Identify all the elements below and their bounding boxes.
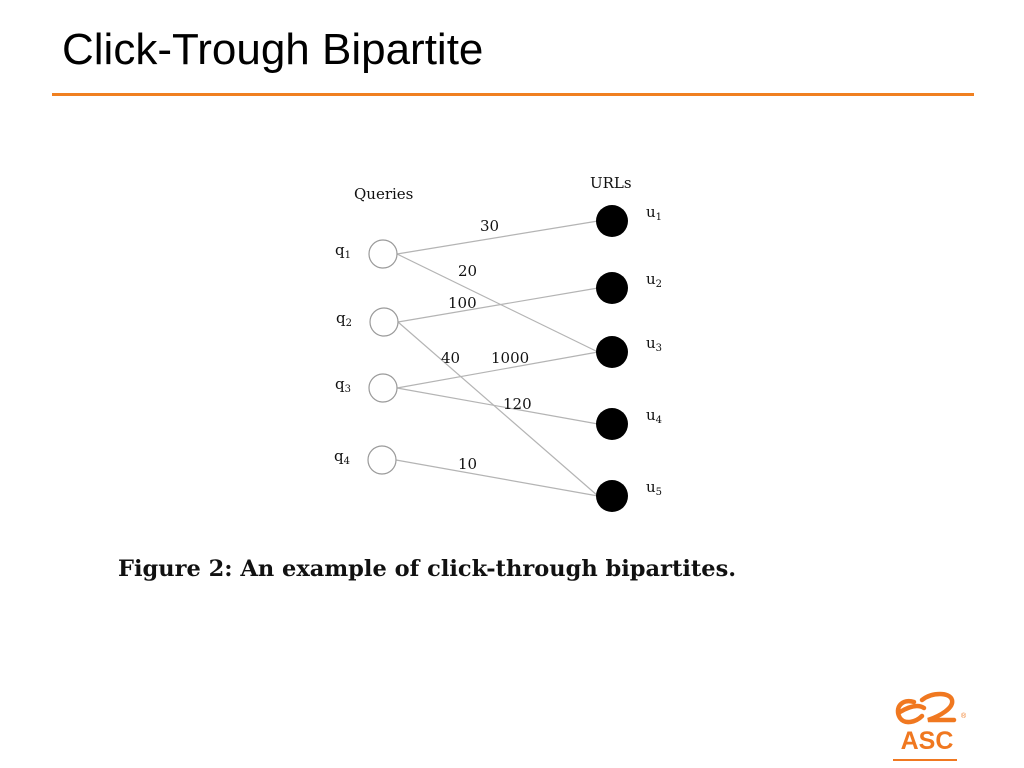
edge-weight-label: 100 <box>448 294 477 312</box>
edge-q2-u2 <box>397 287 599 323</box>
bipartite-diagram: 30 20 100 40 1000 120 10 q1 q2 q3 q4 u1 u2 u3 u4 u5 Qu… <box>334 174 662 512</box>
query-label: q1 <box>335 241 351 261</box>
edge-weight-label: 120 <box>503 395 532 413</box>
edge-q1-u3 <box>396 253 599 353</box>
url-node-u4 <box>596 408 628 440</box>
nodes-layer: q1 q2 q3 q4 u1 u2 u3 u4 u5 <box>334 203 662 512</box>
query-node-q3 <box>368 373 398 403</box>
logo-underline <box>893 759 957 761</box>
logo-text: ASC <box>900 727 954 755</box>
edge-q3-u4 <box>396 387 599 425</box>
url-node-u3 <box>596 336 628 368</box>
query-node-q2 <box>369 307 399 337</box>
edge-q4-u5 <box>395 459 599 497</box>
edge-weight-label: 40 <box>441 349 460 367</box>
alibaba-e-logo-icon: ® <box>895 691 967 725</box>
query-label: q3 <box>335 375 351 395</box>
edge-q3-u3 <box>396 351 599 389</box>
url-node-u1 <box>596 205 628 237</box>
urls-header: URLs <box>590 174 632 192</box>
url-label: u3 <box>646 334 662 354</box>
edge-weight-label: 30 <box>480 217 499 235</box>
edge-q1-u1 <box>396 220 599 255</box>
url-node-u2 <box>596 272 628 304</box>
edge-q2-u5 <box>397 321 599 497</box>
edges-layer: 30 20 100 40 1000 120 10 <box>395 217 599 497</box>
query-label: q4 <box>334 447 350 467</box>
query-label: q2 <box>336 309 352 329</box>
url-label: u4 <box>646 406 662 426</box>
queries-header: Queries <box>354 185 413 203</box>
edge-weight-label: 1000 <box>491 349 529 367</box>
slide-title: Click-Trough Bipartite <box>62 25 484 74</box>
edge-weight-label: 20 <box>458 262 477 280</box>
asc-logo: ® ASC <box>888 688 968 766</box>
query-node-q4 <box>367 445 397 475</box>
url-label: u1 <box>646 203 662 223</box>
figure-caption: Figure 2: An example of click-through bi… <box>118 556 737 582</box>
edge-weight-label: 10 <box>458 455 477 473</box>
title-divider <box>52 93 974 96</box>
url-label: u5 <box>646 478 662 498</box>
svg-text:®: ® <box>961 712 967 720</box>
url-node-u5 <box>596 480 628 512</box>
query-node-q1 <box>368 239 398 269</box>
url-label: u2 <box>646 270 662 290</box>
